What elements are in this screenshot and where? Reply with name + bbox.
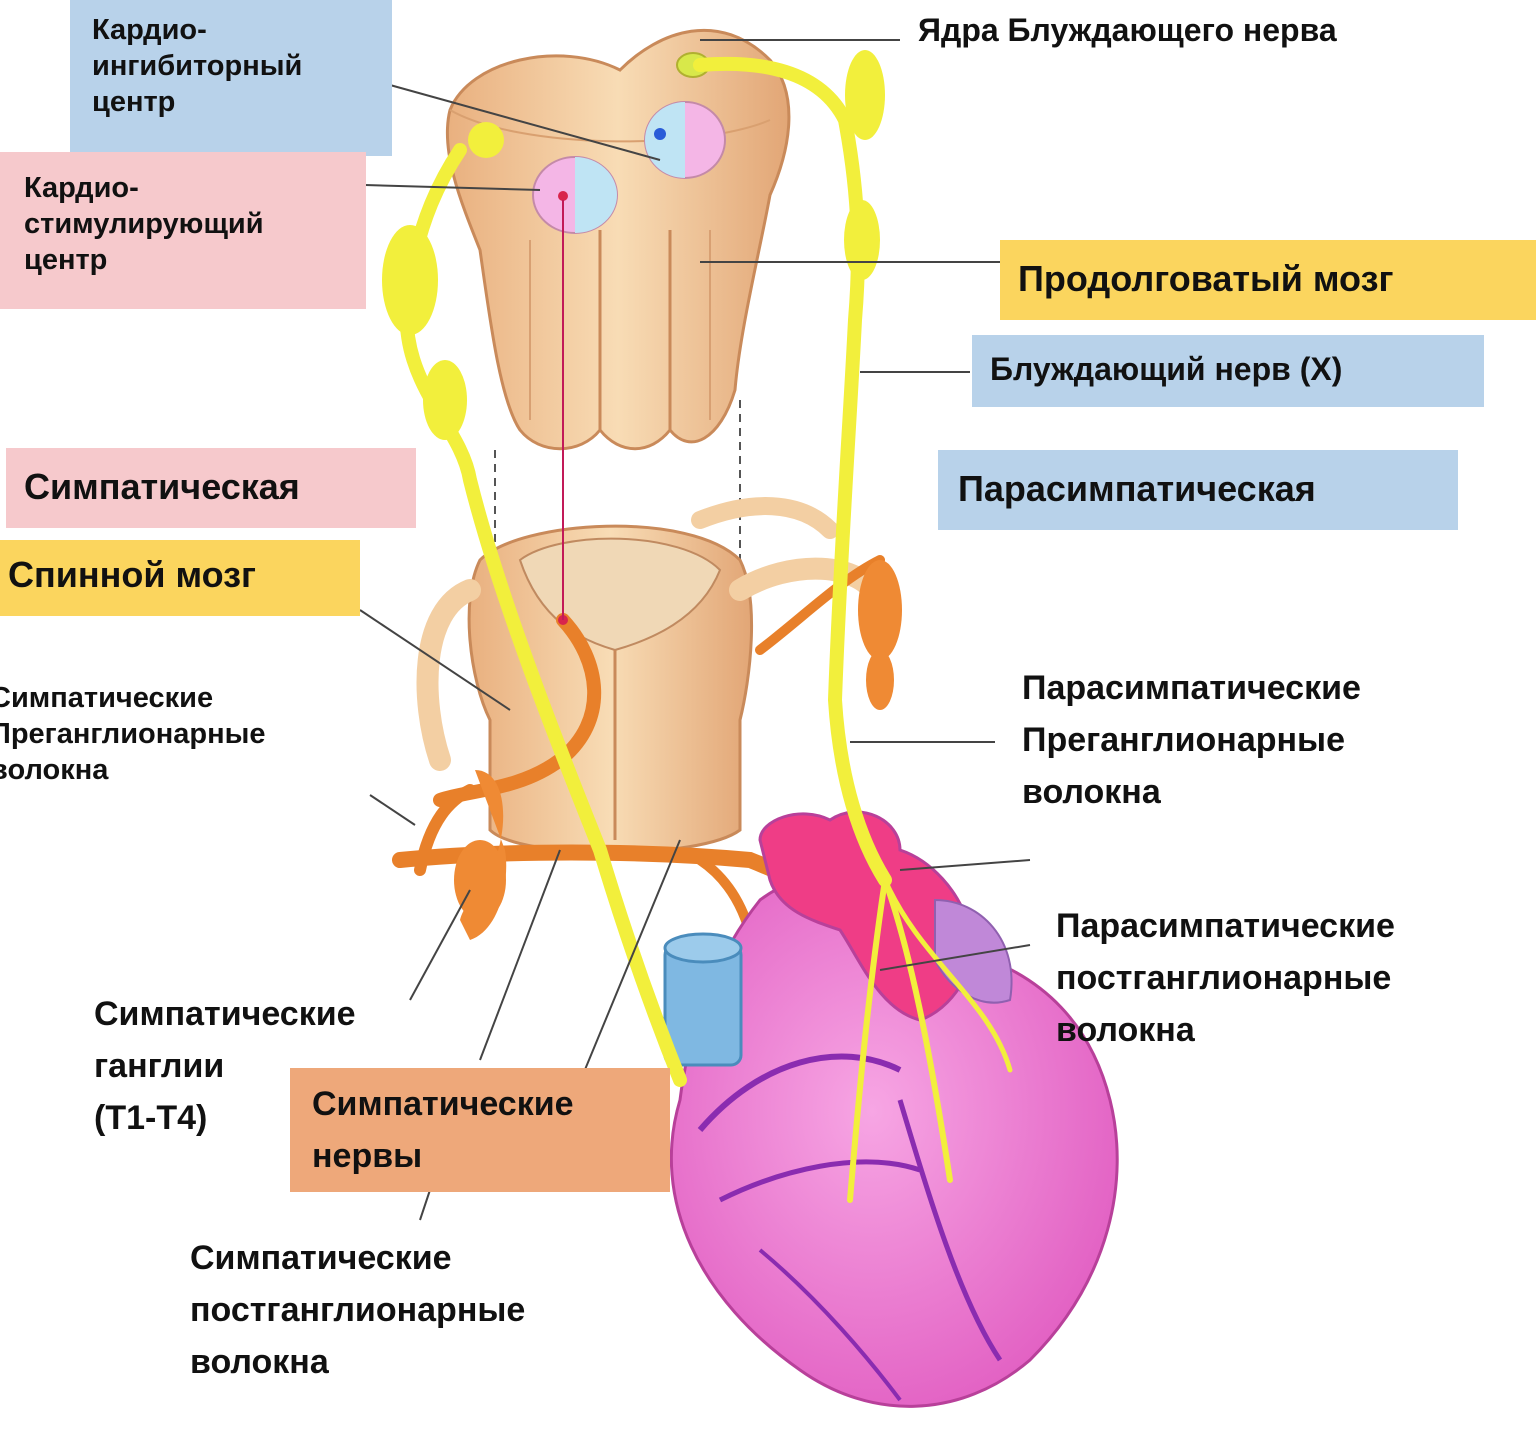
parasympathetic-heading: Парасимпатическая (938, 450, 1458, 530)
cardio-stimulating-center-shape (533, 157, 617, 233)
parasympathetic-preganglionic-label: Парасимпатические Преганглионарные волок… (1022, 662, 1522, 818)
cardio-inhibitory-center-label: Кардио- ингибиторный центр (70, 0, 392, 156)
spinal-cord-label: Спинной мозг (0, 540, 360, 616)
vagus-nerve-label: Блуждающий нерв (X) (972, 335, 1484, 407)
medulla-shape (447, 30, 789, 448)
medulla-label: Продолговатый мозг (1000, 240, 1536, 320)
cardio-inhibitory-center-shape (645, 102, 725, 178)
vagus-nuclei-label: Ядра Блуждающего нерва (918, 12, 1518, 49)
sympathetic-preganglionic-label: Симпатические Преганглионарные волокна (0, 680, 350, 788)
cardio-stimulating-center-label: Кардио- стимулирующий центр (0, 152, 366, 309)
sympathetic-heading: Симпатическая (6, 448, 416, 528)
sympathetic-postganglionic-label: Симпатические постганглионарные волокна (190, 1232, 650, 1388)
sympathetic-nerves-label: Симпатические нервы (290, 1068, 670, 1192)
parasympathetic-postganglionic-label: Парасимпатические постганглионарные воло… (1056, 900, 1526, 1056)
